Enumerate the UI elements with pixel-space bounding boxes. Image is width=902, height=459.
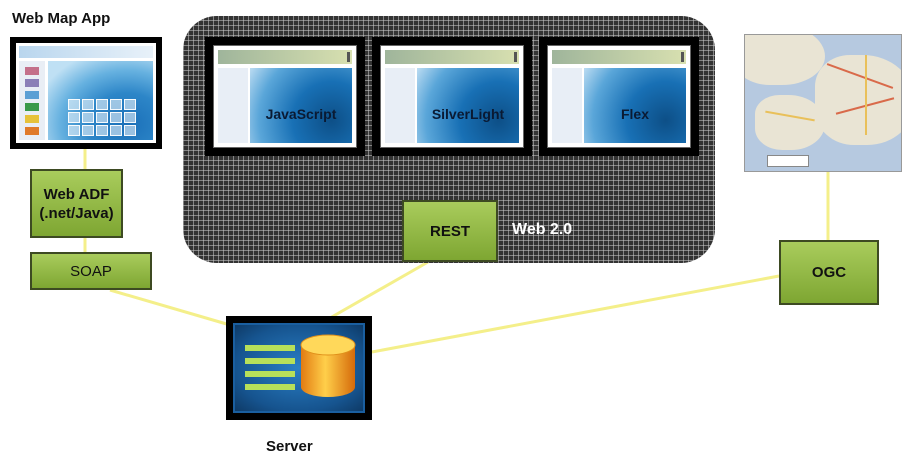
database-icon — [300, 334, 356, 397]
javascript-label: JavaScript — [265, 106, 337, 122]
map-tile — [124, 125, 136, 136]
rest-box: REST — [402, 200, 498, 262]
server-bar — [245, 371, 295, 377]
window-titlebar — [385, 50, 519, 64]
web-adf-box: Web ADF (.net/Java) — [30, 169, 123, 238]
map-road — [865, 55, 867, 135]
map-land — [755, 95, 825, 150]
silverlight-label: SilverLight — [431, 106, 505, 122]
legend-swatch — [25, 103, 39, 111]
web20-label: Web 2.0 — [512, 221, 573, 238]
window-content — [584, 68, 686, 143]
window-titlebar — [19, 46, 153, 58]
javascript-client-window: JavaScript — [205, 37, 365, 156]
map-tile — [110, 112, 122, 123]
map-tile — [82, 99, 94, 110]
map-view — [48, 61, 153, 140]
legend-panel — [19, 61, 45, 140]
soap-box: SOAP — [30, 252, 152, 290]
server-bar — [245, 345, 295, 351]
map-tile — [96, 125, 108, 136]
server-icon — [226, 316, 372, 420]
map-tile — [68, 125, 80, 136]
map-tile — [110, 125, 122, 136]
map-tile — [110, 99, 122, 110]
server-bar — [245, 358, 295, 364]
ogc-box: OGC — [779, 240, 879, 305]
legend-swatch — [25, 79, 39, 87]
legend-swatch — [25, 91, 39, 99]
connector-rest-server — [329, 260, 429, 320]
web-adf-platform-label: (.net/Java) — [39, 204, 114, 222]
window-sidebar — [385, 68, 415, 143]
silverlight-client-window: SilverLight — [372, 37, 532, 156]
connector-ogc-server — [371, 274, 780, 354]
window-content — [250, 68, 352, 143]
flex-label: Flex — [620, 106, 649, 122]
legend-swatch — [25, 115, 39, 123]
map-tile — [124, 112, 136, 123]
map-tile — [82, 125, 94, 136]
ogc-map-thumbnail — [744, 34, 902, 172]
connector-soap-server — [109, 288, 231, 327]
map-tile — [96, 99, 108, 110]
web-adf-label: Web ADF — [43, 185, 110, 203]
legend-swatch — [25, 67, 39, 75]
legend-swatch — [25, 127, 39, 135]
web-map-app-label: Web Map App — [12, 10, 111, 27]
window-sidebar — [218, 68, 248, 143]
map-tile — [82, 112, 94, 123]
map-tile — [68, 99, 80, 110]
map-land — [745, 35, 825, 85]
server-label: Server — [266, 438, 313, 455]
flex-client-window: Flex — [539, 37, 699, 156]
map-scale-bar — [767, 155, 809, 167]
window-content — [417, 68, 519, 143]
server-bar — [245, 384, 295, 390]
window-sidebar — [552, 68, 582, 143]
map-tile — [96, 112, 108, 123]
map-tile — [124, 99, 136, 110]
window-titlebar — [218, 50, 352, 64]
web-map-app-window — [10, 37, 162, 149]
window-titlebar — [552, 50, 686, 64]
map-tile — [68, 112, 80, 123]
